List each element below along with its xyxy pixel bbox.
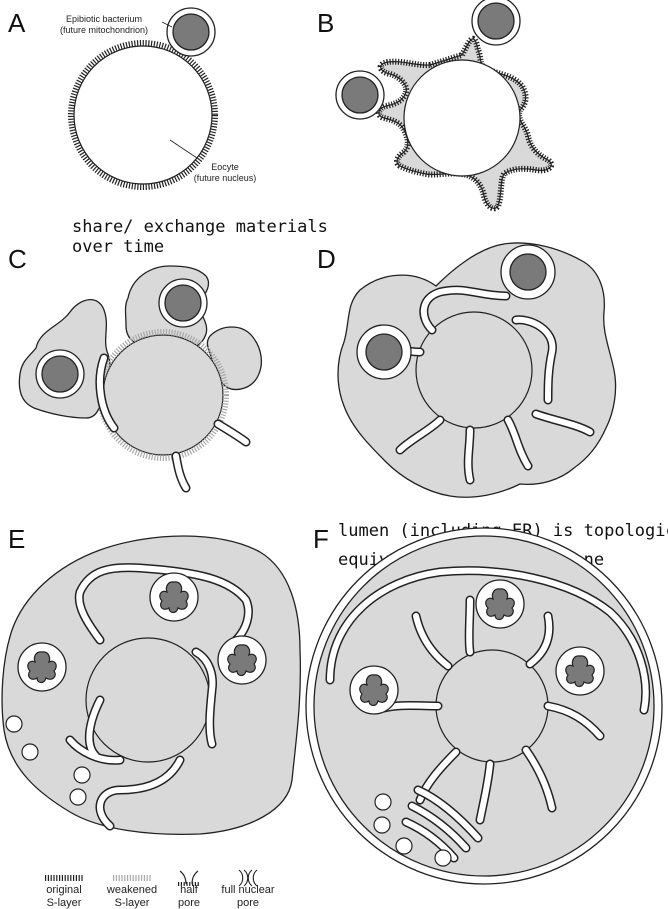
panel-letter-e: E [8,524,25,554]
panel-c: C [8,244,263,493]
mitochondrion-f-3 [555,646,605,696]
panel-d: D [317,242,617,498]
nucleus-c [102,334,224,456]
annotation-c-line-2: over time [72,237,164,257]
eocyte-b [403,59,521,177]
svg-text:weakened: weakened [106,884,157,896]
panel-a: A Epibiotic bacterium (future mitochondr… [8,7,257,190]
original-s-layer-b [376,35,555,212]
vesicle-e-1 [5,715,23,733]
bacterium-d-2 [356,324,412,380]
bacterium-label-1: Epibiotic bacterium [66,14,142,24]
bacterium-c-1 [158,278,208,328]
vesicle-e-2 [21,743,39,761]
eocyte-label-2: (future nucleus) [194,173,257,183]
svg-text:half: half [180,884,199,896]
vesicle-f-2 [373,816,391,834]
bacterium-c-2 [35,349,85,399]
full-nuclear-pore-icon [238,869,258,887]
vesicle-e-3 [73,766,91,784]
nucleus-e [85,637,211,763]
eocyte-cell [73,45,213,185]
bacterium-label-2: (future mitochondrion) [60,25,148,35]
annotation-c-line-1: share/ exchange materials [72,217,328,237]
panel-letter-a: A [8,8,26,38]
panel-e: E [1,524,302,835]
eocyte-label-1: Eocyte [211,162,239,172]
svg-text:pore: pore [237,897,259,909]
vesicle-f-4 [434,849,452,867]
mitochondrion-e-2 [17,642,67,692]
legend: original S-layer weakened S-layer half p… [45,869,275,909]
bacterium-b-1 [471,0,521,46]
legend-original-s-layer: original S-layer [45,875,83,909]
mitochondrion-f-1 [475,579,525,629]
legend-half-pore: half pore [178,870,200,909]
mitochondrion-e-1 [149,572,199,622]
panel-letter-c: C [8,244,27,274]
epibiotic-bacterium [166,7,216,57]
golgi-stack-f [401,785,483,863]
half-pore-icon [178,870,200,886]
vesicle-f-1 [374,793,392,811]
svg-text:original: original [46,884,81,896]
panel-letter-d: D [317,244,336,274]
mitochondrion-e-3 [217,635,267,685]
legend-full-nuclear-pore: full nuclear pore [221,869,275,909]
bacterium-leader-line [161,21,173,28]
bacterium-b-2 [335,70,385,120]
panel-b: B [317,0,555,212]
panel-f: F [305,524,663,885]
vesicle-f-3 [395,837,413,855]
original-s-layer [68,40,218,190]
weakened-s-layer-c [97,329,229,461]
panel-letter-f: F [313,524,329,554]
vesicle-e-4 [69,788,87,806]
svg-text:full nuclear: full nuclear [221,884,275,896]
panel-letter-b: B [317,8,334,38]
mitochondrion-f-2 [349,665,399,715]
svg-text:S-layer: S-layer [115,897,150,909]
svg-text:pore: pore [178,897,200,909]
legend-weakened-s-layer: weakened S-layer [106,875,157,909]
eocyte-leader-line [169,139,198,159]
bacterium-d-1 [500,244,556,300]
svg-text:S-layer: S-layer [47,897,82,909]
